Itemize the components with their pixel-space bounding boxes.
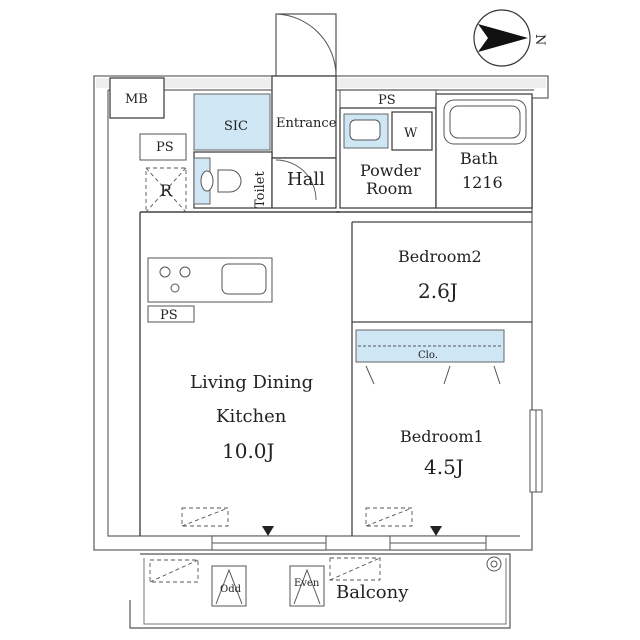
bath-line1: Bath [460,149,498,168]
living-dining-kitchen: Living Dining Kitchen 10.0J [181,372,313,536]
even-label: Even [294,578,320,589]
entrance: Entrance [271,13,337,159]
entrance-label: Entrance [276,116,337,131]
balcony: Odd Even Balcony [129,553,511,629]
ps-top: PS [339,89,437,109]
north-arrow-icon: N [473,9,547,67]
ps-left-label: PS [156,140,174,155]
ps-left: PS [139,133,187,161]
r-label: R [160,181,173,200]
bedroom1: Bedroom1 4.5J [365,409,543,536]
ldk-line2: Kitchen [216,406,287,427]
hall: Hall [271,157,337,209]
toilet-label: Toilet [253,171,268,208]
mb-label: MB [125,92,148,107]
south-windows [211,535,487,551]
sic-label: SIC [224,119,248,134]
toilet: Toilet [193,151,273,209]
powder-line1: Powder [360,161,421,180]
ldk-line1: Living Dining [190,372,313,393]
bedroom2-size: 2.6J [418,279,458,303]
bedroom1-size: 4.5J [424,455,464,479]
hall-label: Hall [287,169,325,190]
ldk-size: 10.0J [222,439,275,463]
balcony-label: Balcony [336,582,409,603]
sic-storage: SIC [193,93,271,151]
w-label: W [404,126,418,141]
powder-room: W Powder Room [339,107,437,209]
kitchen-counter: PS [147,257,273,323]
ps-kitchen-label: PS [160,308,178,323]
north-label: N [532,34,547,45]
powder-line2: Room [366,179,412,198]
closet-label: Clo. [418,350,438,361]
mb-box: MB [109,77,165,119]
bedroom2-name: Bedroom2 [398,247,482,266]
bath-line2: 1216 [462,173,503,192]
closet: Clo. [355,329,505,385]
bedroom2: Bedroom2 2.6J [398,247,482,303]
interior-walls [139,211,532,536]
ps-top-label: PS [378,93,396,108]
odd-label: Odd [220,584,242,595]
bath: Bath 1216 [435,93,533,209]
bedroom1-name: Bedroom1 [400,427,484,446]
refrigerator: R [145,167,187,213]
